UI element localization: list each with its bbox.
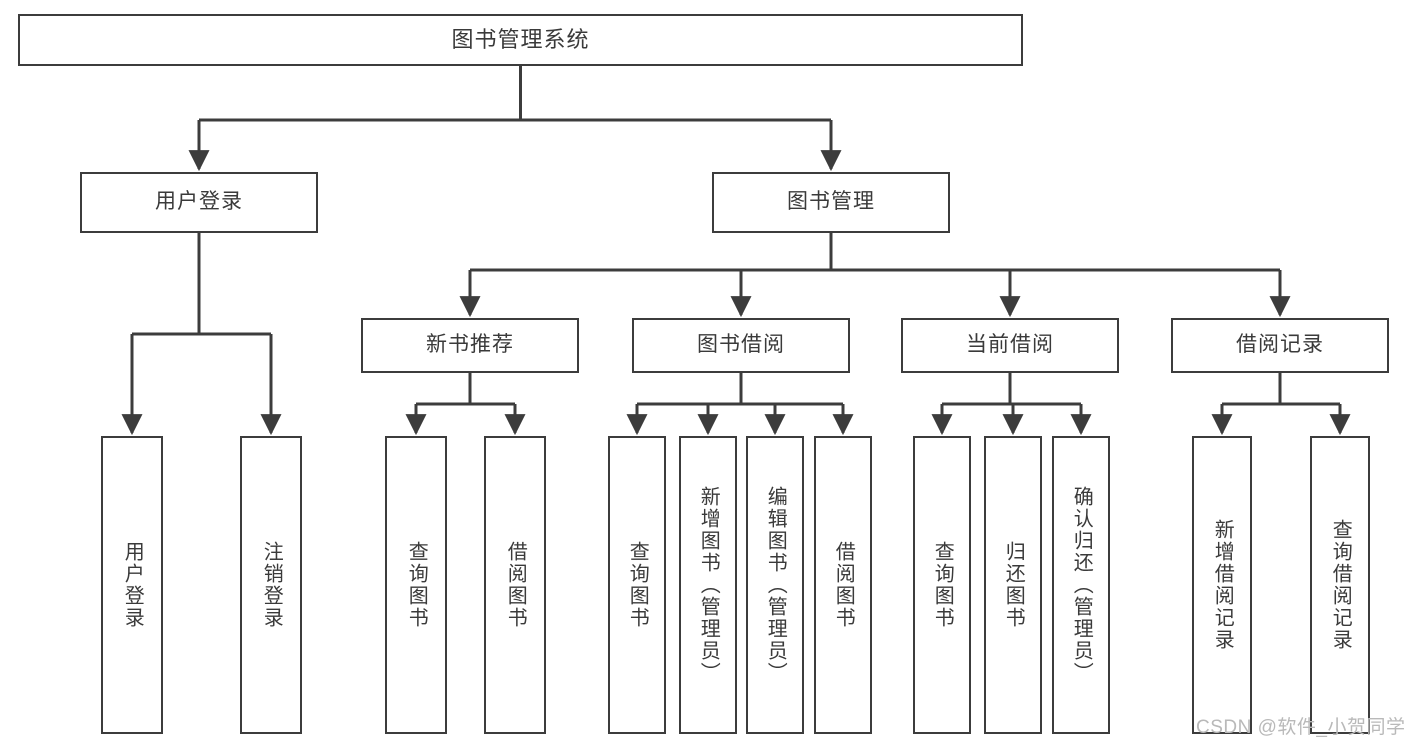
leaf-node-7[interactable]: 借阅图书 — [814, 436, 872, 734]
leaf-node-11[interactable]: 新增借阅记录 — [1192, 436, 1252, 734]
leaf-node-5[interactable]: 新增图书（管理员） — [679, 436, 737, 734]
node-label: 用户登录 — [155, 190, 243, 214]
leaf-node-0[interactable]: 用户登录 — [101, 436, 163, 734]
leaf-node-9[interactable]: 归还图书 — [984, 436, 1042, 734]
level3-node-2[interactable]: 当前借阅 — [901, 318, 1119, 373]
node-label: 注销登录 — [260, 541, 283, 629]
leaf-node-2[interactable]: 查询图书 — [385, 436, 447, 734]
leaf-node-4[interactable]: 查询图书 — [608, 436, 666, 734]
node-label: 查询借阅记录 — [1329, 519, 1352, 651]
node-label: 查询图书 — [931, 541, 954, 629]
leaf-node-8[interactable]: 查询图书 — [913, 436, 971, 734]
leaf-node-1[interactable]: 注销登录 — [240, 436, 302, 734]
level3-node-3[interactable]: 借阅记录 — [1171, 318, 1389, 373]
node-label: 新增借阅记录 — [1211, 519, 1234, 651]
node-label: 归还图书 — [1002, 541, 1025, 629]
node-label: 借阅图书 — [832, 541, 855, 629]
node-label: 图书管理 — [787, 190, 875, 214]
level3-node-0[interactable]: 新书推荐 — [361, 318, 579, 373]
node-label: 编辑图书（管理员） — [764, 486, 787, 684]
node-label: 查询图书 — [405, 541, 428, 629]
leaf-node-10[interactable]: 确认归还（管理员） — [1052, 436, 1110, 734]
node-label: 借阅记录 — [1236, 333, 1324, 357]
leaf-node-3[interactable]: 借阅图书 — [484, 436, 546, 734]
node-label: 借阅图书 — [504, 541, 527, 629]
node-label: 图书借阅 — [697, 333, 785, 357]
root-node[interactable]: 图书管理系统 — [18, 14, 1023, 66]
node-label: 新书推荐 — [426, 333, 514, 357]
node-label: 查询图书 — [626, 541, 649, 629]
csdn-watermark: CSDN @软件_小贺同学 — [1196, 717, 1405, 738]
level3-node-1[interactable]: 图书借阅 — [632, 318, 850, 373]
level2-node-0[interactable]: 用户登录 — [80, 172, 318, 233]
node-label: 新增图书（管理员） — [697, 486, 720, 684]
leaf-node-12[interactable]: 查询借阅记录 — [1310, 436, 1370, 734]
leaf-node-6[interactable]: 编辑图书（管理员） — [746, 436, 804, 734]
node-label: 图书管理系统 — [451, 27, 590, 53]
node-label: 确认归还（管理员） — [1070, 486, 1093, 684]
node-label: 当前借阅 — [966, 333, 1054, 357]
level2-node-1[interactable]: 图书管理 — [712, 172, 950, 233]
node-label: 用户登录 — [121, 541, 144, 629]
